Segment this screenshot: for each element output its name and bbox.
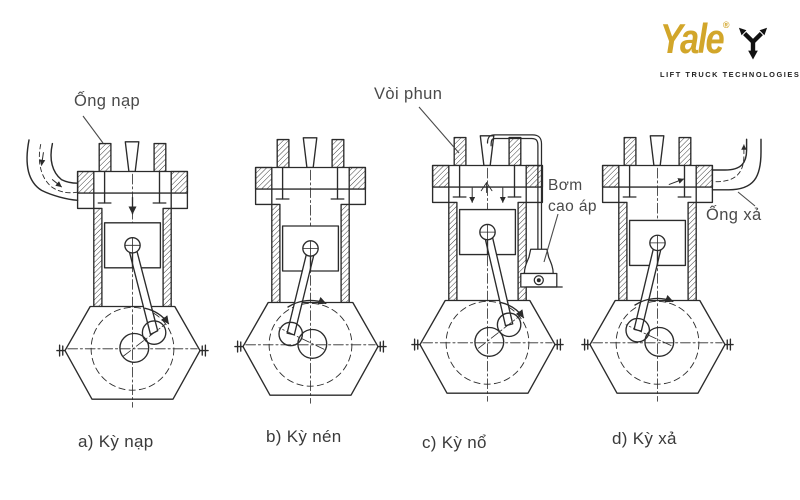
fuel-line xyxy=(486,134,543,250)
exhaust-flow-arrow xyxy=(668,178,685,185)
rotation-arrow xyxy=(287,296,327,308)
exhaust-pipe-drawing xyxy=(711,138,762,191)
label-injector: Vòi phun xyxy=(374,85,443,103)
rotation-arrow xyxy=(499,301,525,319)
crank-pin xyxy=(496,312,522,338)
caption-stroke-d: d) Kỳ xả xyxy=(612,429,677,448)
label-high-pressure-pump: Bơm cao áp xyxy=(548,177,597,215)
intake-pipe-drawing xyxy=(26,139,79,202)
caption-stroke-c: c) Kỳ nổ xyxy=(422,433,487,452)
fuel-spray xyxy=(480,182,493,193)
engine-power-stroke xyxy=(411,134,564,402)
yale-brand-text: Yale xyxy=(660,15,725,62)
crank-pin xyxy=(141,320,167,345)
label-exhaust-pipe: Ống xả xyxy=(706,206,762,224)
rotation-arrow xyxy=(634,294,674,306)
yale-logo: Yale ® LIFT TRUCK TECHNOLOGIES xyxy=(660,15,800,80)
crank-pin xyxy=(625,317,651,343)
engine-compression-stroke xyxy=(234,137,387,404)
pump-bell xyxy=(523,248,554,275)
rotation-arrow xyxy=(144,307,170,325)
caption-stroke-b: b) Kỳ nén xyxy=(266,427,342,446)
yale-lift-arrows-icon xyxy=(739,27,768,60)
fuel-line xyxy=(490,137,539,250)
engine-exhaust-stroke xyxy=(581,135,762,402)
intake-leader-line xyxy=(82,115,104,144)
crank-pin xyxy=(278,321,304,347)
engine-intake-stroke xyxy=(26,139,209,408)
label-intake-pipe: Ống nạp xyxy=(74,92,141,110)
caption-stroke-a: a) Kỳ nạp xyxy=(78,432,154,451)
registered-mark: ® xyxy=(722,20,730,30)
yale-tagline: LIFT TRUCK TECHNOLOGIES xyxy=(660,70,800,79)
